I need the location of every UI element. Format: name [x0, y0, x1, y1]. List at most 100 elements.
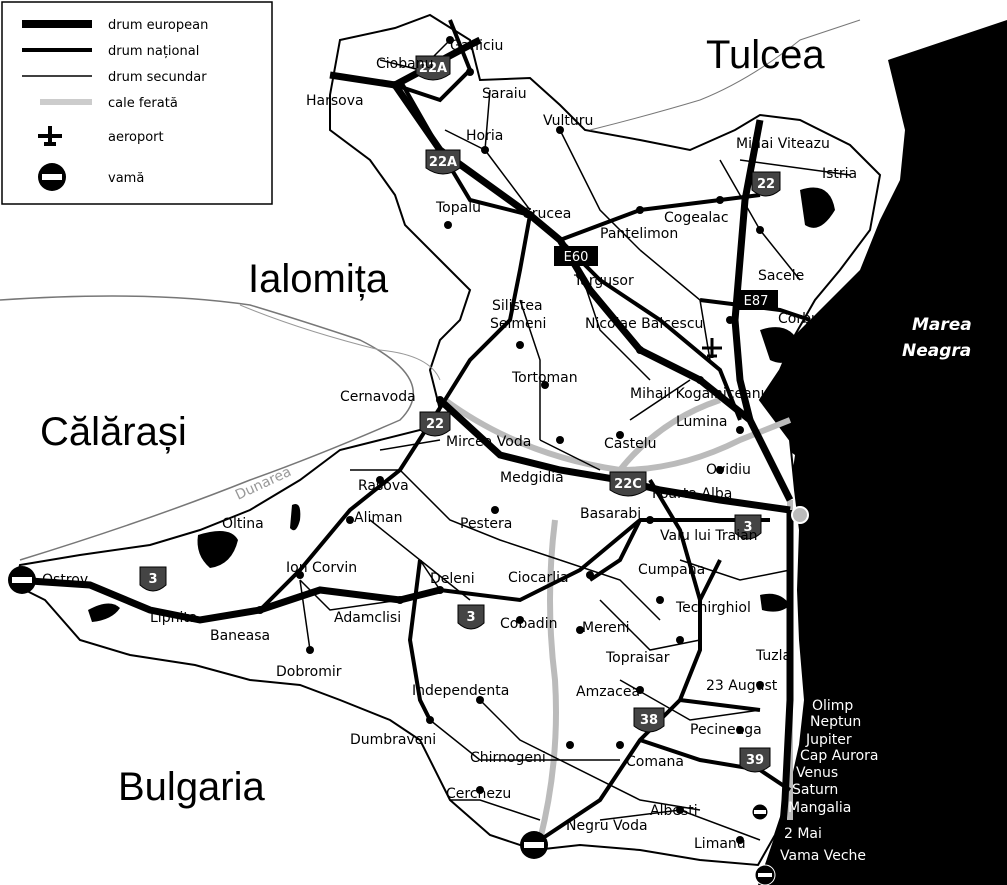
constanta-marker — [791, 506, 809, 524]
shield-label: 22 — [426, 417, 444, 432]
town-markers — [256, 36, 814, 844]
town-label: Topraisar — [605, 650, 670, 666]
town-label: Vulturu — [543, 113, 593, 129]
town-label: Dumbraveni — [350, 732, 436, 748]
town-label: Mircea Voda — [446, 434, 531, 450]
town-label: Pecineaga — [690, 722, 762, 738]
route-shields: 22A 22A 22 22 22C 3 3 3 38 39 E60 E87 — [139, 55, 781, 773]
legend-label: cale ferată — [108, 96, 178, 111]
lake-lipnita — [88, 603, 120, 622]
coast-label: Cap Aurora — [800, 748, 879, 764]
town-label: Lipnita — [150, 610, 197, 626]
sea-label-line1: Marea — [912, 315, 972, 335]
shield-label: 22C — [614, 477, 642, 492]
town-label: Topalu — [435, 200, 481, 216]
region-tulcea: Tulcea — [706, 33, 825, 77]
danube-arm — [239, 304, 441, 381]
town-label: Garliciu — [450, 38, 503, 54]
town-label: Comana — [626, 754, 684, 770]
town-label: Dobromir — [276, 664, 342, 680]
town-label: Baneasa — [210, 628, 270, 644]
legend: drum european drum național drum secunda… — [1, 1, 273, 205]
town-label: Navodari — [792, 392, 855, 408]
town-label: Mamaia — [822, 482, 877, 498]
region-calarasi: Călărași — [40, 410, 187, 454]
shield-22c-medgidia: 22C — [609, 471, 647, 497]
town-label: Targusor — [573, 273, 634, 289]
euro-shield-e87: E87 — [734, 290, 778, 310]
town-label: Mihai Viteazu — [736, 136, 830, 152]
town-label: Aliman — [354, 510, 402, 526]
region-bulgaria: Bulgaria — [118, 765, 266, 809]
shield-label: 22 — [757, 177, 775, 192]
town-label: Albesti — [650, 803, 698, 819]
euro-shield-label: E60 — [564, 250, 589, 265]
customs-negru-voda-icon — [520, 831, 548, 859]
town-label: Ion Corvin — [286, 560, 357, 576]
town-label: Ciocarlia — [508, 570, 569, 586]
town-label: Lumina — [676, 414, 727, 430]
town-label: Crucea — [522, 206, 571, 222]
danube-river — [0, 295, 415, 561]
euro-shield-label: E87 — [744, 294, 769, 309]
town-label: Ciobanu — [376, 56, 433, 72]
shield-3-ostrov: 3 — [139, 566, 167, 592]
town-label: Nicolae Balcescu — [585, 316, 703, 332]
coast-label: Saturn — [792, 782, 838, 798]
coast-label: Venus — [796, 765, 838, 781]
town-label: Cumpana — [638, 562, 705, 578]
legend-label: aeroport — [108, 130, 164, 145]
black-sea — [755, 20, 1007, 885]
sea-label-line2: Neagra — [902, 341, 971, 361]
town-label: Rasova — [358, 478, 409, 494]
town-label: Adamclisi — [334, 610, 401, 626]
town-label: Valu lui Traian — [660, 528, 758, 544]
town-label: Tortoman — [511, 370, 578, 386]
legend-label: drum național — [108, 44, 199, 59]
shield-39-pecineaga: 39 — [739, 747, 771, 773]
coast-label: Neptun — [810, 714, 861, 730]
capital-label: CONSTANTA — [818, 505, 946, 529]
coast-label: 2 Mai — [784, 826, 822, 842]
county-north-edge — [589, 19, 861, 131]
town-label: Silistea — [492, 298, 543, 314]
town-labels: Ciobanu Garliciu Harsova Saraiu Horia Vu… — [42, 38, 891, 864]
town-label: Cobadin — [500, 616, 557, 632]
shield-3-deleni: 3 — [457, 604, 485, 630]
town-label: Techirghiol — [675, 600, 751, 616]
town-label: Basarabi — [580, 506, 641, 522]
legend-label: vamă — [108, 171, 144, 186]
town-label: Agigea — [798, 566, 846, 582]
shield-22-istria: 22 — [751, 171, 781, 197]
town-label: Amzacea — [576, 684, 640, 700]
shield-3-valu: 3 — [734, 514, 762, 540]
town-label: Saraiu — [482, 86, 527, 102]
town-label: Corbu — [778, 311, 820, 327]
town-label: Ostrov — [42, 572, 88, 588]
town-label: Medgidia — [500, 470, 564, 486]
town-label: Istria — [822, 166, 857, 182]
customs-mangalia-icon — [751, 803, 769, 821]
airport-icon — [702, 338, 722, 358]
coast-label: Olimp — [812, 698, 853, 714]
customs-ostrov-icon — [8, 566, 36, 594]
no-entry-icon — [38, 163, 66, 191]
town-label: Eforie Nord — [812, 588, 890, 604]
town-label: Cerchezu — [446, 786, 511, 802]
town-label: Poarta Alba — [652, 486, 732, 502]
town-label: Mereni — [582, 620, 630, 636]
lake-techirghiol — [760, 593, 790, 612]
town-label: Deleni — [430, 571, 475, 587]
lake-siutghiol — [760, 327, 800, 363]
shield-label: 22A — [419, 61, 447, 76]
town-label: Horia — [466, 128, 503, 144]
town-label: Negru Voda — [566, 818, 648, 834]
region-ialomita: Ialomița — [248, 257, 389, 301]
euro-shield-e60: E60 — [554, 246, 598, 266]
customs-vama-veche-icon — [754, 864, 776, 885]
shield-label: 38 — [640, 713, 658, 728]
coast-label: Jupiter — [805, 732, 852, 748]
town-label: Pestera — [460, 516, 512, 532]
town-label: Eforie Sud — [818, 622, 890, 638]
